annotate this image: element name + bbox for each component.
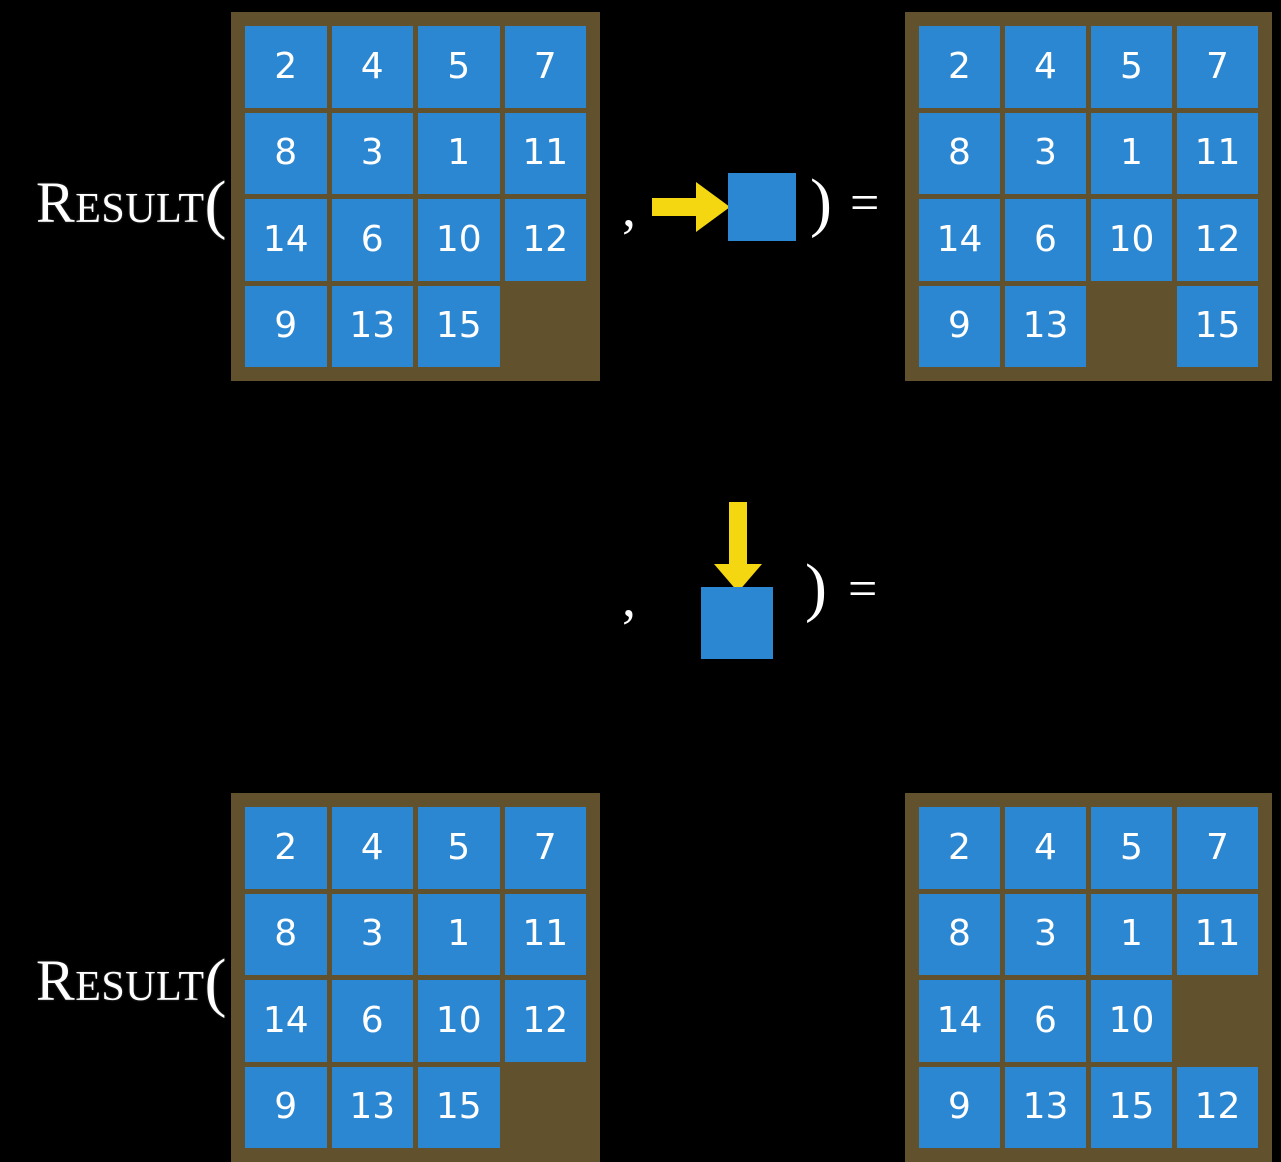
arrow-right-icon: [652, 182, 730, 232]
equation-row-bottom: RESULT( 2 4 5 7 8 3 1 11 14 6 10 12 9 13…: [0, 390, 1281, 1162]
tile[interactable]: 15: [418, 1066, 500, 1148]
result-label-rest: ESULT: [75, 186, 205, 232]
blank-tile: [505, 1067, 587, 1149]
tile[interactable]: 10: [418, 980, 500, 1062]
tile[interactable]: 14: [245, 199, 327, 281]
tile[interactable]: 14: [919, 199, 1000, 281]
tile[interactable]: 8: [245, 893, 327, 975]
argument-separator: ,: [622, 567, 636, 629]
move-action-tile[interactable]: [701, 587, 773, 659]
tile[interactable]: 6: [1005, 199, 1086, 281]
tile[interactable]: 6: [1005, 980, 1086, 1062]
operator-area-bottom: , ) =: [600, 390, 905, 780]
tile[interactable]: 5: [1091, 807, 1172, 889]
move-action-tile[interactable]: [728, 173, 796, 241]
output-board-bottom[interactable]: 2 4 5 7 8 3 1 11 14 6 10 9 13 15 12: [905, 793, 1272, 1162]
result-label-initial: R: [36, 948, 76, 1013]
tile[interactable]: 6: [331, 980, 413, 1062]
tile[interactable]: 4: [1005, 807, 1086, 889]
tile[interactable]: 12: [504, 980, 586, 1062]
tile[interactable]: 7: [504, 807, 586, 889]
equation-row-top: RESULT( 2 4 5 7 8 3 1 11 14 6 10 12 9 13…: [0, 0, 1281, 390]
tile[interactable]: 10: [1091, 980, 1172, 1062]
tile[interactable]: 12: [504, 199, 586, 281]
tile[interactable]: 13: [1005, 285, 1086, 367]
input-board-bottom[interactable]: 2 4 5 7 8 3 1 11 14 6 10 12 9 13 15: [231, 793, 600, 1162]
tile[interactable]: 2: [245, 807, 327, 889]
tile[interactable]: 10: [418, 199, 500, 281]
tile[interactable]: 4: [331, 26, 413, 108]
result-label-top: RESULT(: [36, 168, 227, 238]
tile[interactable]: 4: [1005, 26, 1086, 108]
tile[interactable]: 5: [1091, 26, 1172, 108]
tile[interactable]: 7: [1177, 807, 1258, 889]
tile[interactable]: 9: [919, 1066, 1000, 1148]
tile[interactable]: 2: [245, 26, 327, 108]
tile[interactable]: 7: [1177, 26, 1258, 108]
blank-tile: [1091, 286, 1172, 368]
result-label-open-paren: (: [204, 168, 227, 241]
tile[interactable]: 13: [1005, 1066, 1086, 1148]
result-label-rest: ESULT: [75, 964, 205, 1010]
output-board-top[interactable]: 2 4 5 7 8 3 1 11 14 6 10 12 9 13 15: [905, 12, 1272, 381]
tile[interactable]: 14: [919, 980, 1000, 1062]
tile[interactable]: 8: [245, 112, 327, 194]
tile[interactable]: 3: [1005, 112, 1086, 194]
blank-tile: [1177, 980, 1258, 1062]
tile[interactable]: 13: [331, 1066, 413, 1148]
tile[interactable]: 2: [919, 26, 1000, 108]
tile[interactable]: 4: [331, 807, 413, 889]
tile[interactable]: 5: [418, 26, 500, 108]
tile[interactable]: 13: [331, 285, 413, 367]
result-label-initial: R: [36, 170, 76, 235]
tile[interactable]: 7: [504, 26, 586, 108]
tile[interactable]: 9: [919, 285, 1000, 367]
tile[interactable]: 1: [1091, 893, 1172, 975]
blank-tile: [505, 286, 587, 368]
tile[interactable]: 1: [1091, 112, 1172, 194]
close-paren: ): [805, 551, 827, 624]
tile[interactable]: 5: [418, 807, 500, 889]
argument-separator: ,: [622, 177, 636, 239]
tile[interactable]: 15: [1177, 285, 1258, 367]
tile[interactable]: 8: [919, 893, 1000, 975]
tile[interactable]: 3: [331, 893, 413, 975]
tile[interactable]: 3: [1005, 893, 1086, 975]
tile[interactable]: 15: [1091, 1066, 1172, 1148]
tile[interactable]: 3: [331, 112, 413, 194]
tile[interactable]: 12: [1177, 199, 1258, 281]
tile[interactable]: 9: [245, 285, 327, 367]
tile[interactable]: 11: [1177, 893, 1258, 975]
input-board-top[interactable]: 2 4 5 7 8 3 1 11 14 6 10 12 9 13 15: [231, 12, 600, 381]
tile[interactable]: 1: [418, 112, 500, 194]
tile[interactable]: 10: [1091, 199, 1172, 281]
tile[interactable]: 6: [331, 199, 413, 281]
equals-sign: =: [848, 561, 878, 618]
tile[interactable]: 1: [418, 893, 500, 975]
tile[interactable]: 11: [504, 893, 586, 975]
close-paren: ): [810, 166, 832, 239]
tile[interactable]: 15: [418, 285, 500, 367]
tile[interactable]: 11: [1177, 112, 1258, 194]
result-label-open-paren: (: [204, 946, 227, 1019]
tile[interactable]: 9: [245, 1066, 327, 1148]
tile[interactable]: 12: [1177, 1066, 1258, 1148]
equals-sign: =: [850, 175, 880, 232]
arrow-down-icon: [714, 502, 762, 592]
tile[interactable]: 11: [504, 112, 586, 194]
operator-area-top: , ) =: [600, 0, 905, 390]
tile[interactable]: 14: [245, 980, 327, 1062]
tile[interactable]: 8: [919, 112, 1000, 194]
tile[interactable]: 2: [919, 807, 1000, 889]
result-label-bottom: RESULT(: [36, 946, 227, 1016]
